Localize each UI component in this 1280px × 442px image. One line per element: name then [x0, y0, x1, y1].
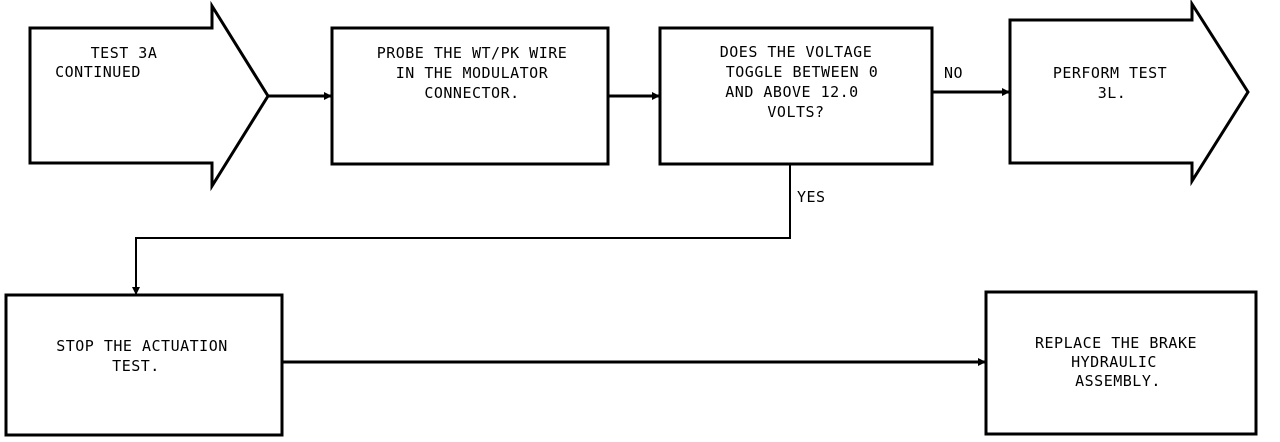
decision-line-1: DOES THE VOLTAGE — [720, 43, 873, 61]
start-line-1: TEST 3A — [91, 44, 158, 62]
replace-box — [984, 290, 1258, 436]
probe-box — [330, 26, 610, 166]
decision-line-2: TOGGLE BETWEEN 0 — [726, 63, 879, 81]
perform-line-2: 3L. — [1098, 84, 1127, 102]
replace-line-2: HYDRAULIC — [1071, 353, 1157, 371]
stop-box — [4, 293, 284, 437]
connector-yes — [135, 164, 791, 295]
arrowhead-perform — [1002, 88, 1010, 96]
arrowhead-stop — [132, 287, 140, 295]
start-line-2: CONTINUED — [55, 63, 141, 81]
decision-line-4: VOLTS? — [767, 103, 824, 121]
arrowhead-replace — [978, 358, 986, 366]
stop-line-2: TEST. — [112, 357, 160, 375]
perform-line-1: PERFORM TEST — [1053, 64, 1167, 82]
yes-label: YES — [797, 188, 826, 206]
probe-line-3: CONNECTOR. — [424, 84, 519, 102]
perform-arrow-shape — [1008, 0, 1250, 187]
no-label: NO — [944, 64, 963, 82]
stop-line-1: STOP THE ACTUATION — [56, 337, 228, 355]
replace-line-1: REPLACE THE BRAKE — [1035, 334, 1197, 352]
start-arrow-shape — [28, 0, 270, 192]
decision-line-3: AND ABOVE 12.0 — [725, 83, 858, 101]
probe-line-1: PROBE THE WT/PK WIRE — [377, 44, 568, 62]
arrowhead-decision — [652, 92, 660, 100]
replace-line-3: ASSEMBLY. — [1075, 372, 1161, 390]
arrowhead-probe — [324, 92, 332, 100]
probe-line-2: IN THE MODULATOR — [396, 64, 549, 82]
decision-box — [658, 26, 934, 166]
